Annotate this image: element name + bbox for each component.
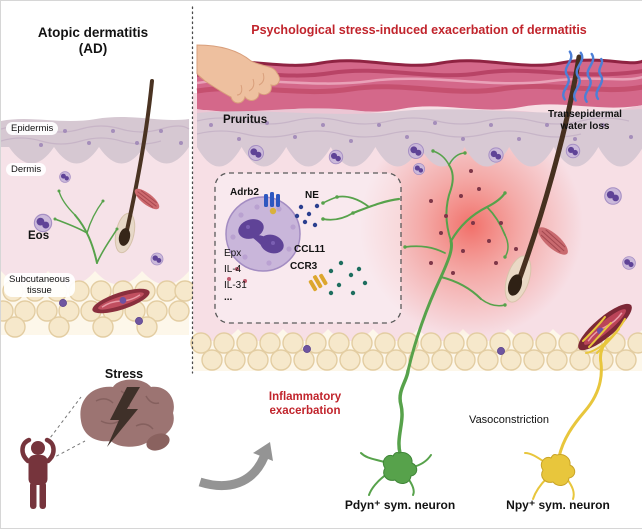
ccl11-label: CCL11: [294, 244, 326, 255]
il31-label: IL-31: [224, 280, 247, 291]
left-nerve-fibers: [54, 190, 118, 264]
right-panel-title: Psychological stress-induced exacerbatio…: [251, 23, 587, 37]
left-skin-cross-section: [1, 79, 196, 338]
adrb2-receptor-icon: [264, 192, 280, 215]
epidermis-label: Epidermis: [6, 122, 59, 136]
right-hair-follicle: [504, 54, 582, 303]
tewl-label-line2: water loss: [560, 120, 610, 132]
tewl-label-line1: Transepidermal: [548, 109, 622, 120]
lightning-bolt-icon: [107, 387, 140, 447]
ne-label: NE: [305, 190, 319, 201]
pruritus-label: Pruritus: [223, 114, 268, 126]
subcutaneous-label-line2: tissue: [26, 285, 52, 297]
il4-label: IL-4: [224, 264, 242, 275]
scratching-hand-icon: [196, 44, 280, 104]
pdyn-neuron: [360, 369, 432, 496]
mediator-dots: [429, 169, 518, 275]
left-nerve-tips: [53, 189, 119, 231]
curved-arrow-icon: [198, 442, 273, 490]
subcutaneous-label: Subcutaneous tissue: [4, 273, 75, 298]
left-title-line1: Atopic dermatitis: [37, 25, 149, 40]
ccl11-molecules: [328, 260, 368, 296]
right-epidermis-cells: [209, 121, 633, 143]
left-hair-follicle: [114, 79, 154, 254]
granule-release-dots: [227, 267, 247, 283]
inset-nerve-varicosities: [321, 195, 355, 221]
npy-neuron-label: Npy⁺ sym. neuron: [506, 498, 610, 512]
adrb2-label: Adrb2: [230, 187, 259, 198]
ccr3-receptor-icon: [308, 273, 328, 292]
stress-label: Stress: [104, 367, 144, 381]
left-title-line2: (AD): [78, 40, 108, 56]
water-loss-waves-icon: [562, 50, 604, 103]
inset-eosinophil-cell: [225, 196, 301, 272]
mechanism-inset: [214, 172, 402, 324]
left-arrector-muscle: [134, 188, 160, 210]
right-skin-cross-section: [190, 54, 642, 373]
ne-molecules: [294, 203, 320, 228]
inflammatory-exacerbation-label: Inflammatory exacerbation: [247, 391, 363, 418]
left-panel-title: Atopic dermatitis (AD): [9, 25, 177, 57]
right-nerve-tips: [403, 149, 507, 307]
stress-group: [20, 379, 174, 509]
magnify-dashed-lines: [46, 396, 86, 460]
dermis-label: Dermis: [6, 163, 47, 177]
tewl-label: Transepidermal water loss: [533, 109, 637, 133]
right-nerve-fibers: [404, 150, 509, 373]
right-arrector-muscle: [538, 227, 568, 255]
vasoconstriction-label: Vasoconstriction: [469, 414, 549, 426]
eos-label: Eos: [28, 230, 50, 242]
npy-neuron: [524, 316, 626, 500]
brain-icon: [80, 379, 174, 451]
pdyn-neuron-label: Pdyn⁺ sym. neuron: [344, 498, 456, 512]
ellipsis-label: ...: [224, 292, 233, 303]
inflammatory-label-line1: Inflammatory: [268, 391, 342, 403]
right-epidermis-texture: [196, 117, 630, 138]
inset-nerve-terminal: [322, 195, 401, 221]
subcutaneous-label-line1: Subcutaneous: [9, 274, 70, 285]
stressed-person-icon: [20, 437, 56, 509]
epx-label: Epx: [224, 248, 242, 259]
ccr3-label: CCR3: [290, 261, 318, 272]
inflammatory-label-line2: exacerbation: [269, 404, 341, 417]
left-blood-vessel: [92, 288, 150, 314]
